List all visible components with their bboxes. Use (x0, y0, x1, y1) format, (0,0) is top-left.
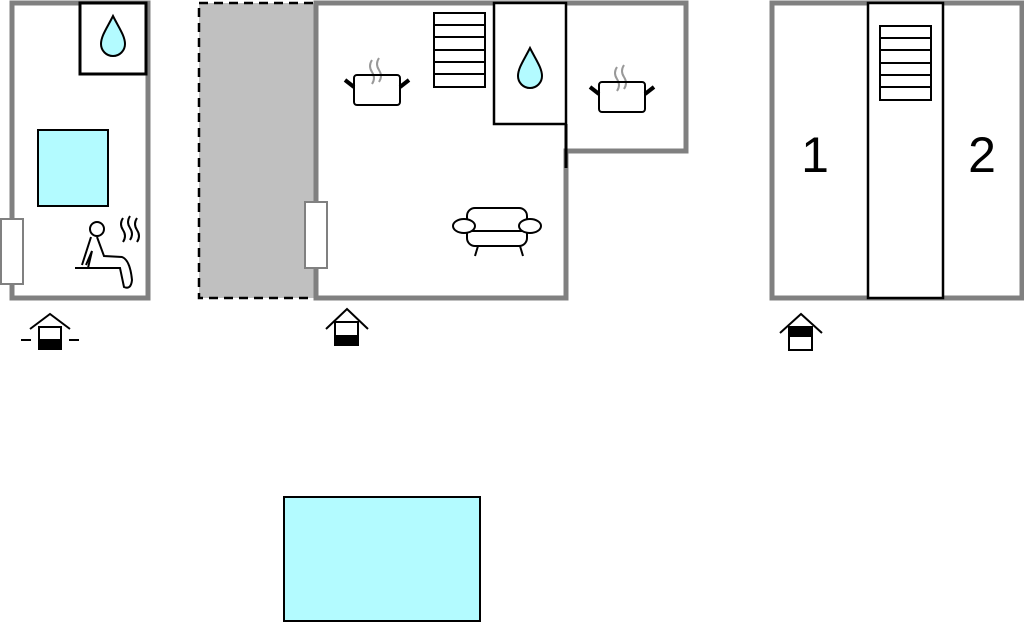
annex-building (0, 0, 151, 350)
floor-ground-icon (325, 307, 369, 346)
stairs-icon (433, 12, 486, 88)
room-label-2: 2 (968, 127, 996, 183)
kitchen-icon (588, 63, 656, 114)
window-icon (304, 201, 328, 269)
floor-ground-icon (21, 312, 79, 350)
floor-upper-icon (779, 312, 823, 351)
sofa-icon (452, 207, 542, 257)
sauna-icon (75, 215, 140, 289)
outdoor-pool (283, 496, 481, 622)
upper-floor: 1 2 (769, 0, 1024, 351)
shower-icon (78, 1, 148, 76)
room-label-1: 1 (801, 127, 829, 183)
shower-icon (492, 1, 568, 168)
window-icon (0, 218, 24, 285)
kitchen-icon (343, 56, 411, 107)
main-house (197, 0, 689, 346)
terrace (197, 1, 318, 300)
pool-icon (37, 129, 109, 207)
